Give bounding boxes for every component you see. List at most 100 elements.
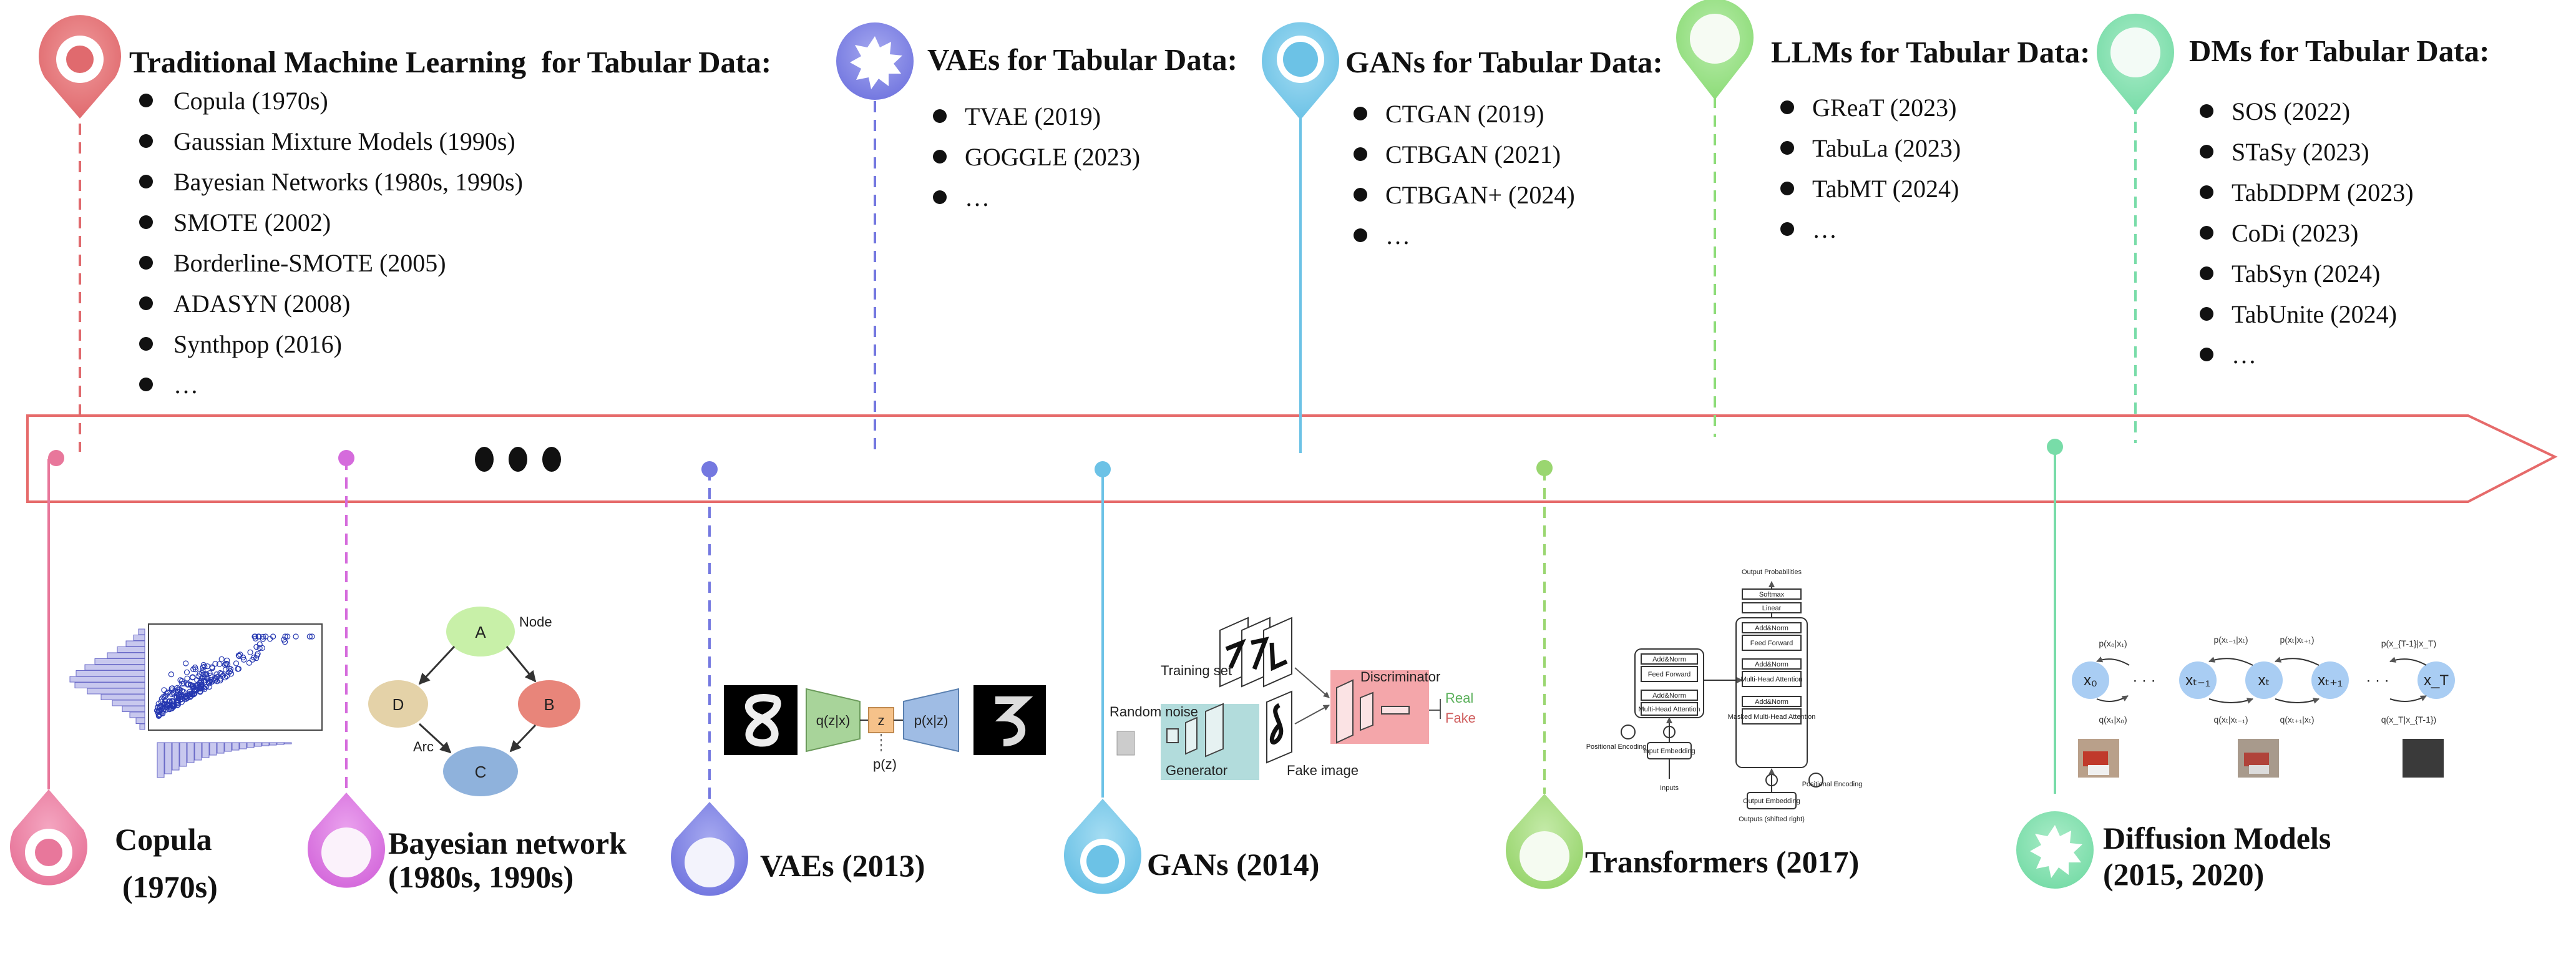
list-item: TabMT (2024) (1812, 175, 1959, 203)
scatter-point (237, 651, 243, 658)
diffusion-node: xₜ₊₁ (2318, 672, 2343, 689)
scatter-point (200, 667, 206, 674)
gan-figure: Training set Random noise Generator Fake… (1110, 617, 1476, 780)
list-item: … (2232, 341, 2256, 369)
pin-vaes-bottom (671, 802, 748, 896)
node-label: B (544, 695, 554, 714)
pin-gans-top (1262, 22, 1339, 120)
masked-attention-label: Masked Multi-Head Attention (1728, 713, 1816, 721)
histogram-bar (117, 647, 145, 653)
training-set-label: Training set (1161, 663, 1232, 678)
histogram-bar (133, 635, 145, 641)
timeline-arrow (26, 414, 2558, 503)
multi-head-attention-label: Multi-Head Attention (1740, 676, 1802, 683)
histogram-bar (202, 742, 210, 758)
scatter-point (217, 675, 224, 682)
histogram-bar (107, 652, 145, 659)
milestone-bayes-title: Bayesian network (388, 826, 627, 861)
diffusion-ellipsis: · · · (2366, 672, 2389, 689)
scatter-point (190, 674, 196, 680)
scatter-point (162, 694, 168, 700)
scatter-point (175, 699, 182, 705)
histogram-bar (157, 742, 165, 778)
scatter-point (285, 633, 291, 640)
group-title: Traditional Machine Learning for Tabular… (129, 45, 771, 79)
scatter-point (202, 674, 208, 680)
scatter-point (212, 660, 218, 667)
histogram-bar (209, 742, 217, 756)
add-norm-label: Add&Norm (1755, 698, 1788, 706)
list-item: … (965, 183, 990, 212)
list-item: Synthpop (2016) (173, 330, 342, 358)
scatter-point (198, 685, 205, 691)
histogram-bar (125, 640, 145, 647)
list-item: CTBGAN (2021) (1385, 140, 1561, 168)
p-label: p(xₜ₋₁|xₜ) (2213, 635, 2248, 645)
connector-lines (47, 78, 2137, 799)
q-label: q(xₜ₊₁|xₜ) (2280, 715, 2314, 725)
histogram-bar (122, 706, 145, 712)
multi-head-attention-label: Multi-Head Attention (1638, 706, 1700, 713)
q-label: q(x_T|x_{T-1}) (2381, 715, 2436, 725)
histogram-bar (164, 742, 172, 774)
scatter-point (163, 706, 169, 713)
scatter-point (263, 633, 269, 640)
list-item: Bayesian Networks (1980s, 1990s) (173, 168, 523, 196)
milestone-bayes-date: (1980s, 1990s) (388, 859, 573, 894)
node-c (443, 746, 518, 796)
add-norm-label: Add&Norm (1755, 661, 1788, 668)
pin-copula (9, 789, 88, 886)
histogram-bar (254, 742, 262, 747)
list-item: Borderline-SMOTE (2005) (173, 249, 446, 277)
histogram-bar (194, 742, 202, 761)
list-item: TabDDPM (2023) (2232, 178, 2414, 207)
list-item: SOS (2022) (2232, 97, 2350, 125)
scatter-point (183, 669, 190, 675)
histogram-bar (284, 742, 292, 744)
histogram-bar (172, 742, 180, 771)
random-noise-label: Random noise (1110, 704, 1198, 720)
scatter-point (200, 683, 206, 690)
burst-icon (2030, 825, 2082, 878)
marginal-histogram-x (157, 742, 292, 778)
scatter-point (256, 633, 262, 640)
linear-label: Linear (1762, 605, 1782, 612)
list-item: CTBGAN+ (2024) (1385, 181, 1575, 209)
scatter-point (192, 666, 198, 673)
group-vaes: VAEs for Tabular Data: TVAE (2019) GOGGL… (927, 42, 1237, 212)
scatter-point (174, 702, 180, 708)
scatter-point (247, 649, 253, 655)
add-norm-label: Add&Norm (1755, 625, 1788, 632)
pin-llms-top (1676, 0, 1754, 100)
ellipsis-dots (475, 447, 561, 472)
list-item: … (1385, 222, 1410, 250)
scatter-point (183, 660, 189, 666)
scatter-point (246, 660, 252, 666)
scatter-point (293, 633, 299, 640)
histogram-bar (239, 742, 247, 749)
vae-figure: q(z|x) z p(x|z) p(z) (724, 685, 1046, 772)
milestone-diffusion-date: (2015, 2020) (2103, 857, 2264, 892)
histogram-bar (87, 688, 145, 695)
softmax-label: Softmax (1759, 591, 1785, 598)
output-embedding-label: Output Embedding (1743, 798, 1800, 805)
scatter-point (175, 693, 182, 699)
scatter-point (254, 652, 260, 658)
pin-trad-ml (39, 15, 122, 119)
scatter-point (201, 685, 207, 691)
scatter-point (177, 677, 183, 683)
scatter-point (281, 637, 287, 643)
histogram-bar (269, 742, 277, 746)
list-item: … (1812, 215, 1837, 243)
scatter-point (197, 688, 203, 695)
scatter-points (154, 633, 315, 720)
diffusion-figure: x₀ xₜ₋₁ xₜ xₜ₊₁ x_T · · · · · · p(x₀|x₁)… (2072, 635, 2455, 778)
list-item: TabuLa (2023) (1812, 134, 1961, 162)
decoder-label: p(x|z) (914, 713, 949, 728)
scatter-point (166, 701, 172, 708)
list-item: Copula (1970s) (173, 87, 328, 115)
marginal-histogram-y (69, 628, 145, 730)
fake-image-label: Fake image (1287, 763, 1359, 778)
node-b (518, 680, 580, 728)
diffusion-node: xₜ (2258, 672, 2270, 689)
